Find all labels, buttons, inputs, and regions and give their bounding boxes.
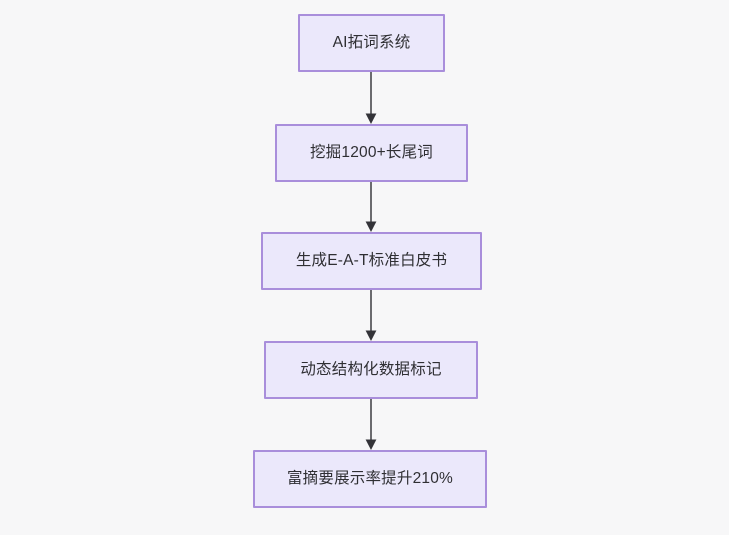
flow-node-label: 挖掘1200+长尾词 (309, 144, 434, 162)
flow-node-mine-longtail-keywords[interactable]: 挖掘1200+长尾词 (275, 124, 468, 182)
arrowhead-icon (365, 221, 377, 232)
flow-node-label: 动态结构化数据标记 (300, 361, 442, 379)
edge-n4-n5 (365, 399, 377, 450)
arrowhead-icon (365, 330, 377, 341)
arrowhead-icon (365, 439, 377, 450)
arrowhead-icon (365, 113, 377, 124)
flow-node-dynamic-structured-data-markup[interactable]: 动态结构化数据标记 (264, 341, 478, 399)
flow-node-rich-snippet-rate-increase[interactable]: 富摘要展示率提升210% (253, 450, 487, 508)
flow-node-label: AI拓词系统 (332, 34, 411, 52)
edge-n2-n3 (365, 182, 377, 232)
flow-node-label: 富摘要展示率提升210% (286, 470, 454, 488)
edge-n3-n4 (365, 290, 377, 341)
edge-n1-n2 (365, 72, 377, 124)
flow-node-ai-keyword-system[interactable]: AI拓词系统 (298, 14, 445, 72)
flow-node-label: 生成E-A-T标准白皮书 (295, 252, 448, 270)
flow-node-generate-eat-whitepaper[interactable]: 生成E-A-T标准白皮书 (261, 232, 482, 290)
